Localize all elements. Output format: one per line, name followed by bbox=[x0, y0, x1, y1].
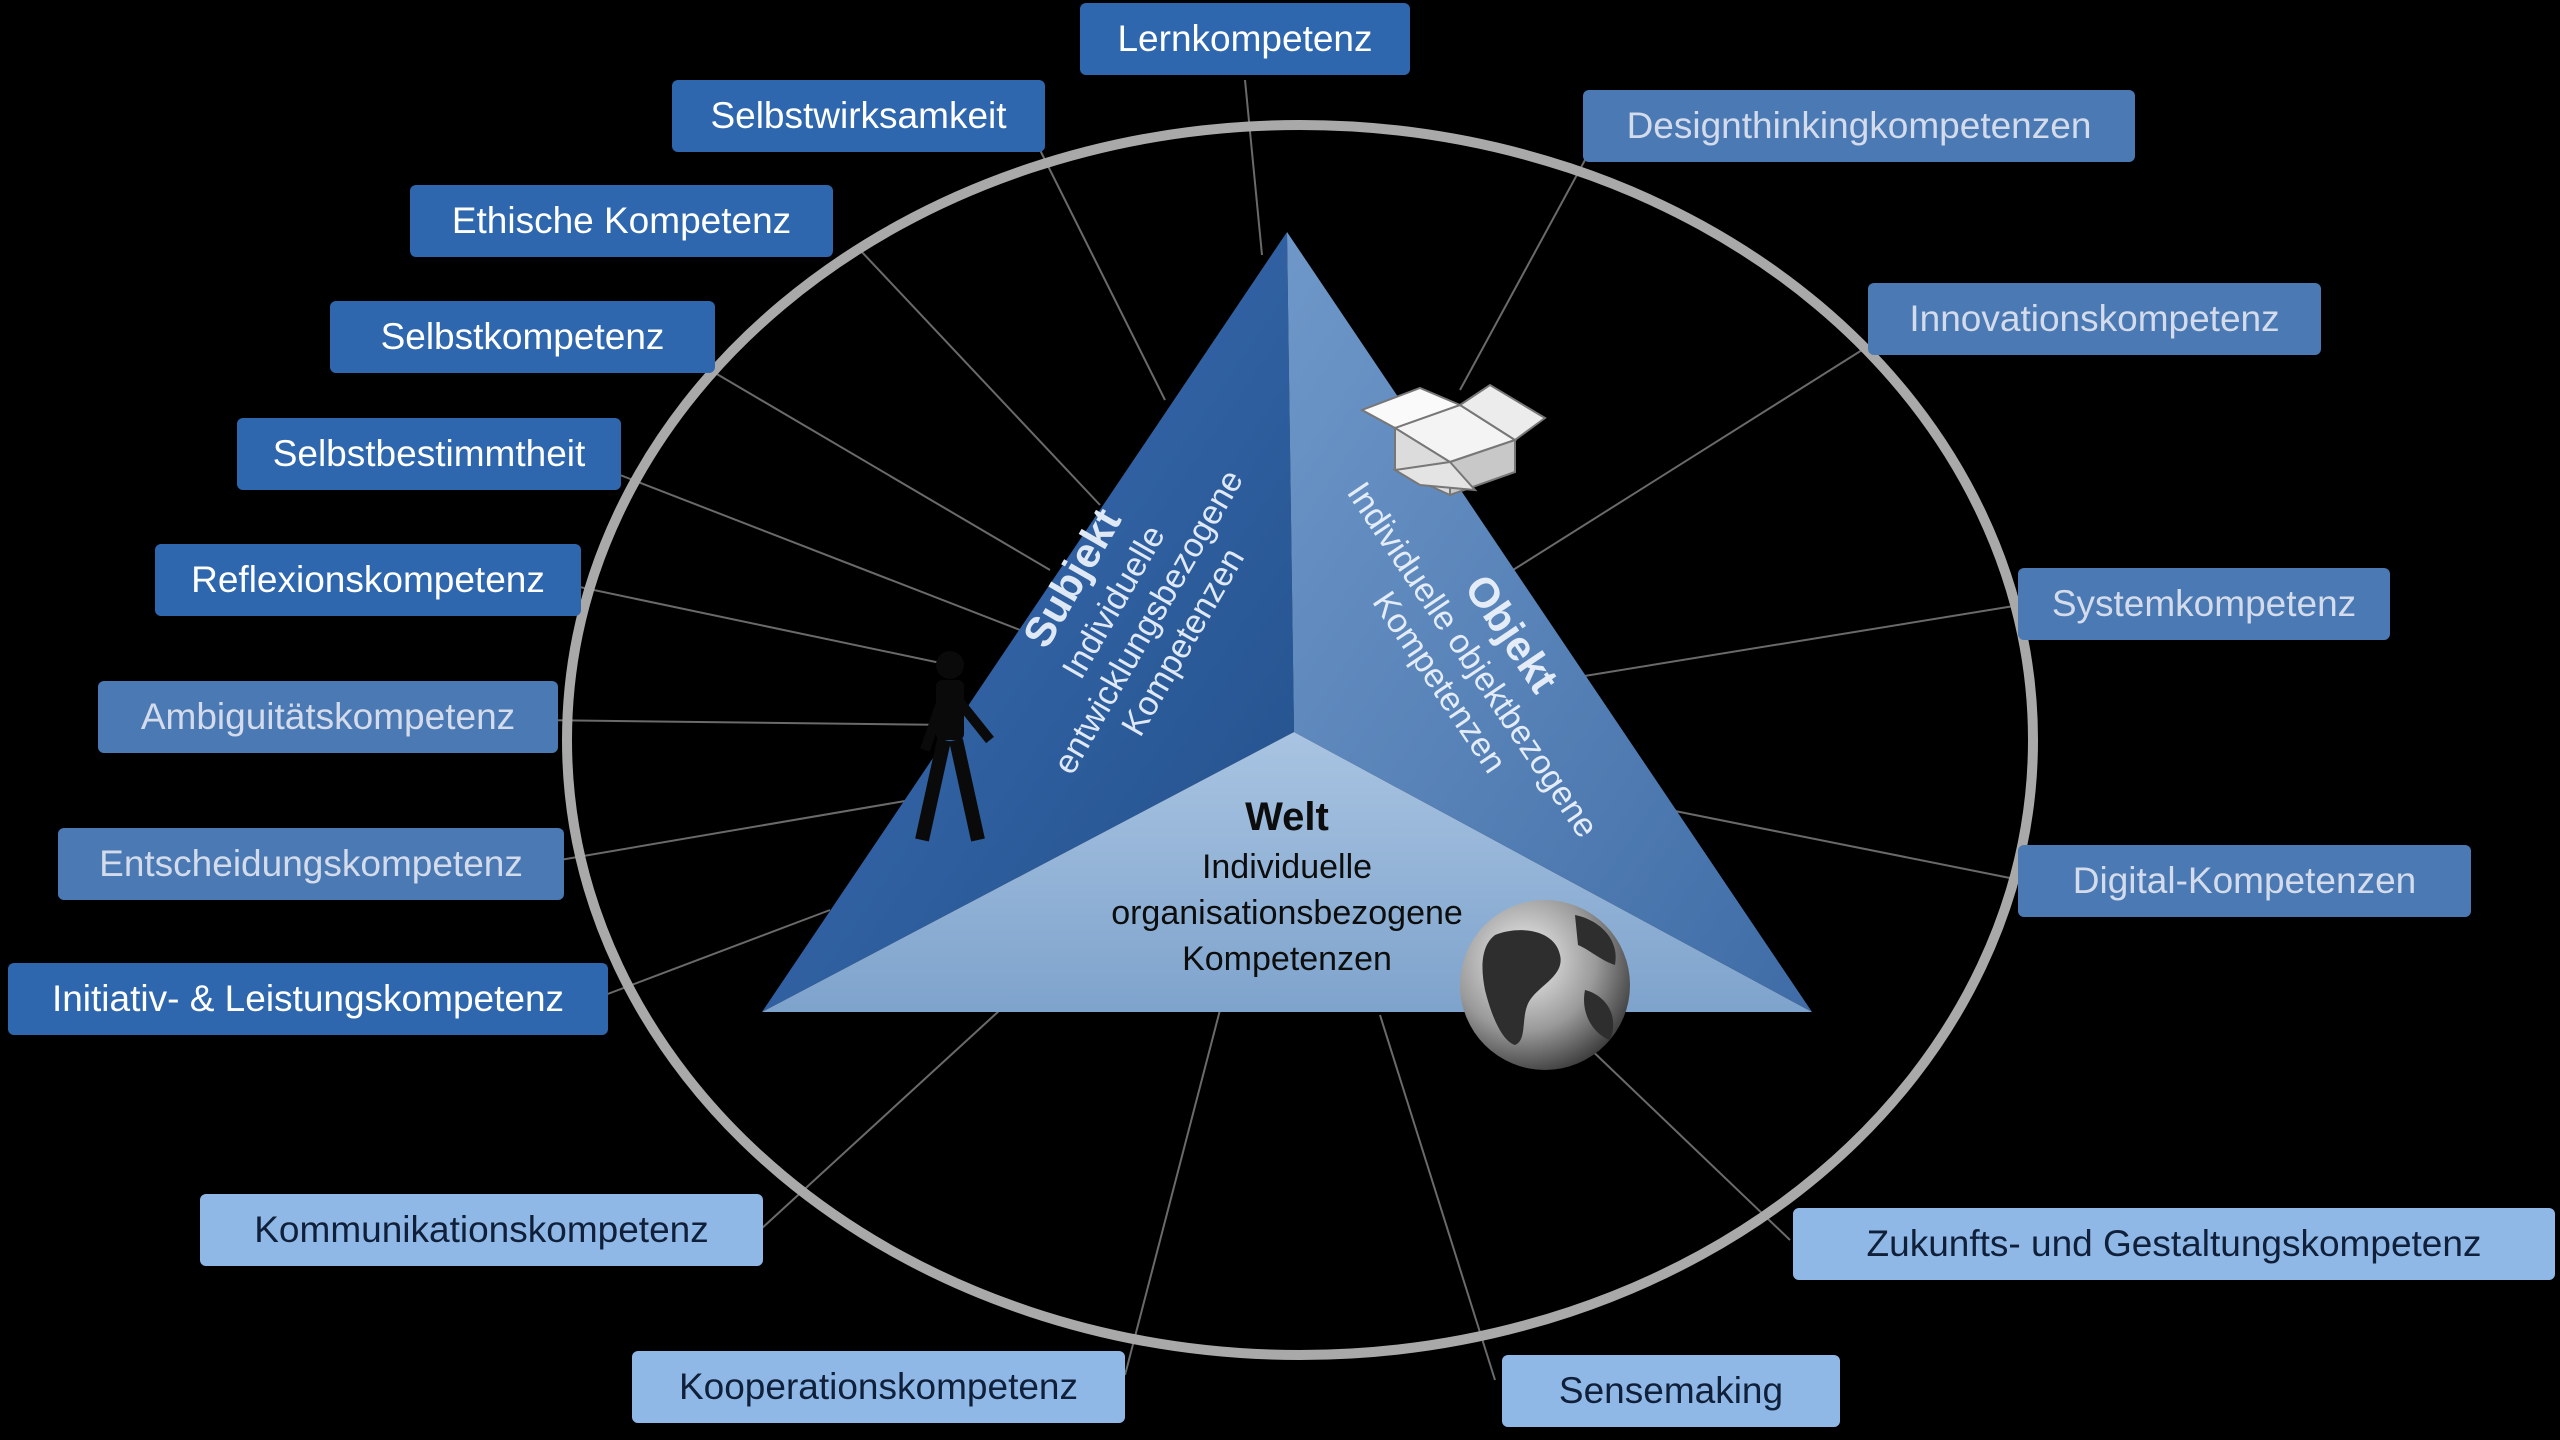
welt-line3: Kompetenzen bbox=[1182, 940, 1392, 978]
subjekt-face bbox=[762, 232, 1294, 1012]
outer-ring bbox=[562, 120, 2038, 1360]
label-initiativ-leistungskompetenz: Initiativ- & Leistungskompetenz bbox=[8, 963, 608, 1035]
label-systemkompetenz: Systemkompetenz bbox=[2018, 568, 2390, 640]
label-ethische-kompetenz: Ethische Kompetenz bbox=[410, 185, 833, 257]
label-kooperationskompetenz: Kooperationskompetenz bbox=[632, 1351, 1125, 1423]
welt-line2: organisationsbezogene bbox=[1111, 894, 1463, 932]
label-entscheidungskompetenz: Entscheidungskompetenz bbox=[58, 828, 564, 900]
person-icon bbox=[915, 651, 994, 842]
label-sensemaking: Sensemaking bbox=[1502, 1355, 1840, 1427]
label-lernkompetenz: Lernkompetenz bbox=[1080, 3, 1410, 75]
label-selbstkompetenz: Selbstkompetenz bbox=[330, 301, 715, 373]
label-zukunfts-gestaltungskompetenz: Zukunfts- und Gestaltungskompetenz bbox=[1793, 1208, 2555, 1280]
label-digital-kompetenzen: Digital-Kompetenzen bbox=[2018, 845, 2471, 917]
open-box-icon bbox=[1359, 383, 1547, 497]
welt-line1: Individuelle bbox=[1202, 848, 1372, 886]
globe-icon bbox=[1460, 900, 1630, 1070]
label-ambiguitaetskompetenz: Ambiguitätskompetenz bbox=[98, 681, 558, 753]
label-selbstwirksamkeit: Selbstwirksamkeit bbox=[672, 80, 1045, 152]
label-kommunikationskompetenz: Kommunikationskompetenz bbox=[200, 1194, 763, 1266]
welt-title: Welt bbox=[1245, 795, 1329, 839]
label-designthinkingkompetenzen: Designthinkingkompetenzen bbox=[1583, 90, 2135, 162]
label-reflexionskompetenz: Reflexionskompetenz bbox=[155, 544, 581, 616]
label-selbstbestimmtheit: Selbstbestimmtheit bbox=[237, 418, 621, 490]
label-innovationskompetenz: Innovationskompetenz bbox=[1868, 283, 2321, 355]
connector-lines bbox=[534, 79, 2021, 1381]
